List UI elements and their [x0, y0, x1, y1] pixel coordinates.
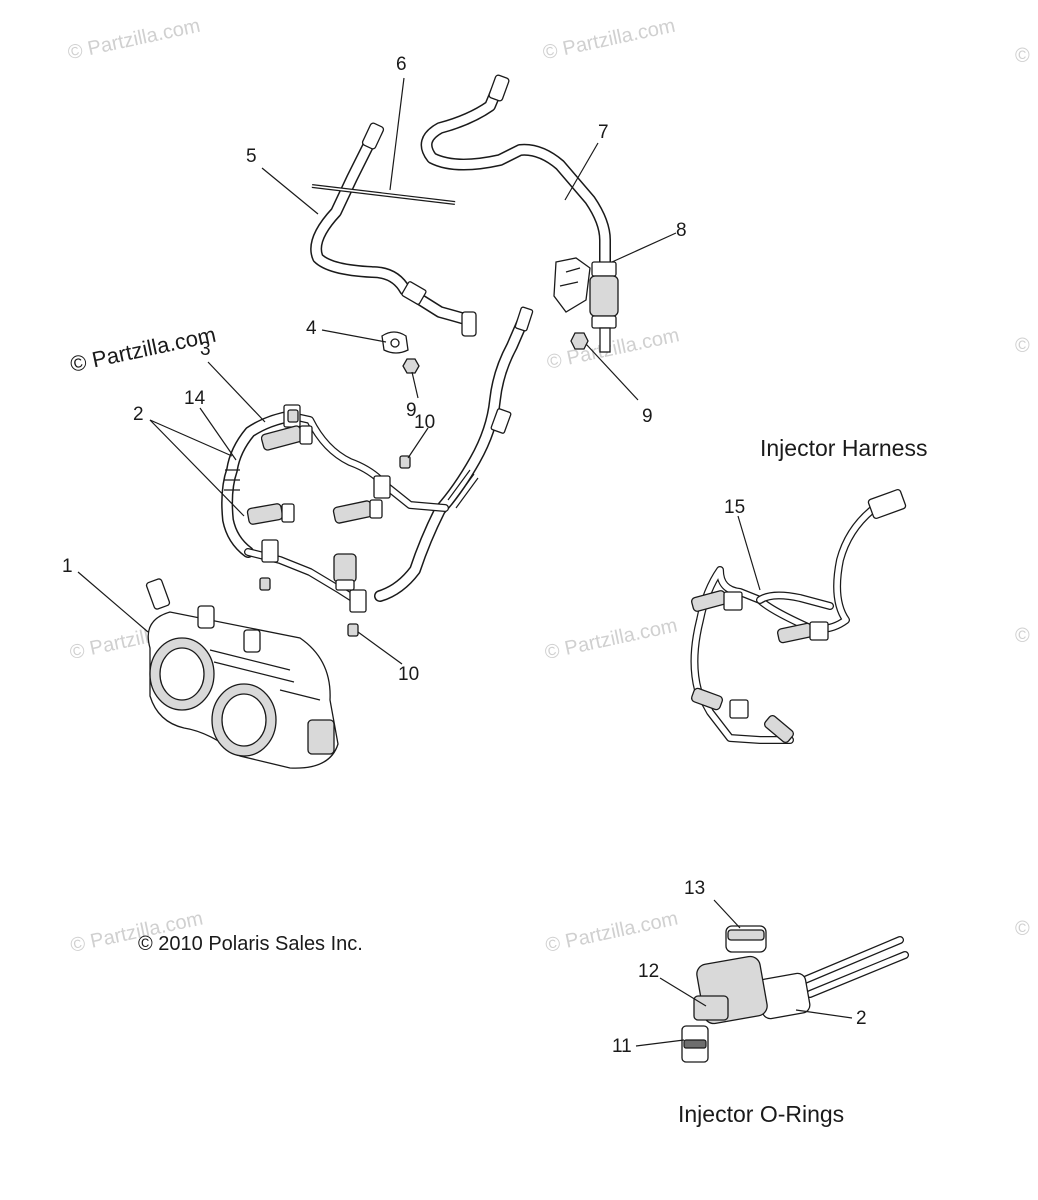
- injector-orings-detail: [681, 925, 909, 1063]
- callout-11: 11: [612, 1036, 632, 1057]
- copyright-text: © 2010 Polaris Sales Inc.: [138, 933, 363, 955]
- callout-9: 9: [406, 400, 417, 421]
- callout-14: 14: [184, 388, 206, 409]
- fuel-hose-5: [310, 122, 477, 337]
- callout-12: 12: [638, 961, 659, 982]
- throttle-body-1: [145, 578, 339, 769]
- fuel-supply-hose: [374, 306, 534, 602]
- callout-9: 9: [642, 406, 653, 427]
- injector-2: [333, 553, 357, 591]
- callout-2: 2: [856, 1008, 867, 1029]
- watermark-symbol: ©: [1015, 918, 1030, 940]
- callouts: 1 2 3 4 5 6 7 8 9 9 10 10 11 12 13 14 15…: [62, 54, 867, 1057]
- fuel-hose-7: [420, 74, 611, 268]
- callout-6: 6: [396, 54, 407, 75]
- callout-8: 8: [676, 220, 687, 241]
- watermark-text: © Partzilla.com: [544, 907, 680, 957]
- cable-tie-6: [311, 184, 456, 205]
- clamp-4: [381, 331, 409, 354]
- screw-10: [399, 455, 411, 469]
- callout-13: 13: [684, 878, 705, 899]
- watermark-text: © Partzilla.com: [66, 15, 202, 65]
- callout-10: 10: [414, 412, 435, 433]
- fuel-rail-3: [221, 404, 449, 613]
- leader-lines: [77, 77, 853, 1047]
- callout-1: 1: [62, 556, 73, 577]
- injector-2: [260, 425, 313, 451]
- watermark-text: © Partzilla.com: [545, 324, 681, 374]
- watermark-text: © Partzilla.com: [541, 15, 677, 65]
- screw-10: [347, 623, 359, 637]
- callout-4: 4: [306, 318, 317, 339]
- injector-2: [332, 499, 383, 524]
- injector-2: [246, 503, 295, 525]
- screw: [259, 577, 271, 591]
- section-title-injector-harness: Injector Harness: [760, 435, 927, 461]
- watermark-symbol: ©: [1015, 625, 1030, 647]
- nut-9: [402, 358, 420, 374]
- callout-10: 10: [398, 664, 419, 685]
- callout-3: 3: [200, 339, 211, 360]
- nut-9: [570, 332, 589, 350]
- callout-7: 7: [598, 122, 609, 143]
- callout-15: 15: [724, 497, 745, 518]
- callout-2: 2: [133, 404, 144, 425]
- watermark-symbol: ©: [1015, 45, 1030, 67]
- watermark-symbol: ©: [1015, 335, 1030, 357]
- callout-5: 5: [246, 146, 257, 167]
- screw: [287, 409, 299, 423]
- watermark-text: © Partzilla.com: [543, 615, 679, 665]
- fuel-filter-8: [553, 257, 619, 353]
- injector-harness-15: [690, 488, 907, 744]
- watermark-text-dark: © Partzilla.com: [68, 322, 218, 377]
- section-title-injector-orings: Injector O-Rings: [678, 1101, 844, 1127]
